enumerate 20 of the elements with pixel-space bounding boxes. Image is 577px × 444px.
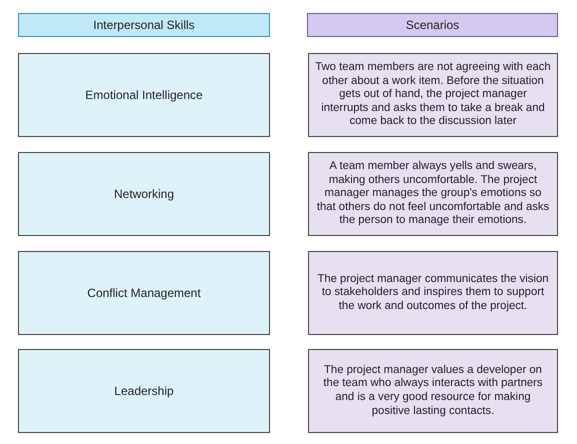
scenario-text: Two team members are not agreeing with each other about a work item. Before the situation gets out of hand, the project manager interrupts and asks them to take a break and come back to the discussion later (315, 61, 551, 129)
skill-label: Emotional Intelligence (85, 88, 203, 102)
column-header (18, 13, 270, 37)
skill-label: Networking (114, 186, 174, 202)
header-label: Scenarios (406, 18, 460, 32)
header-label: Interpersonal Skills (93, 18, 195, 32)
scenario-box (308, 251, 558, 335)
scenario-text: A team member always yells and swears, making others uncomfortable. The project manager manages the group's emotions so that others do not feel uncomfortable and asks the person to manage their emotions. (316, 160, 550, 228)
scenario-box (308, 152, 558, 236)
skill-label: Conflict Management (87, 286, 201, 300)
scenario-box (308, 53, 558, 137)
column-header (307, 13, 558, 37)
skill-box (18, 53, 270, 137)
skill-label: Leadership (114, 384, 174, 398)
scenario-box (308, 349, 558, 433)
skill-box (18, 251, 270, 335)
skill-box (18, 349, 270, 433)
scenario-text: The project manager communicates the vision to stakeholders and inspires them to support the work and outcomes of the project. (316, 272, 550, 314)
scenario-text: The project manager values a developer on the team who always interacts with partners and is a very good resource for making positive lasting contacts. (322, 364, 544, 418)
skill-box (18, 152, 270, 236)
